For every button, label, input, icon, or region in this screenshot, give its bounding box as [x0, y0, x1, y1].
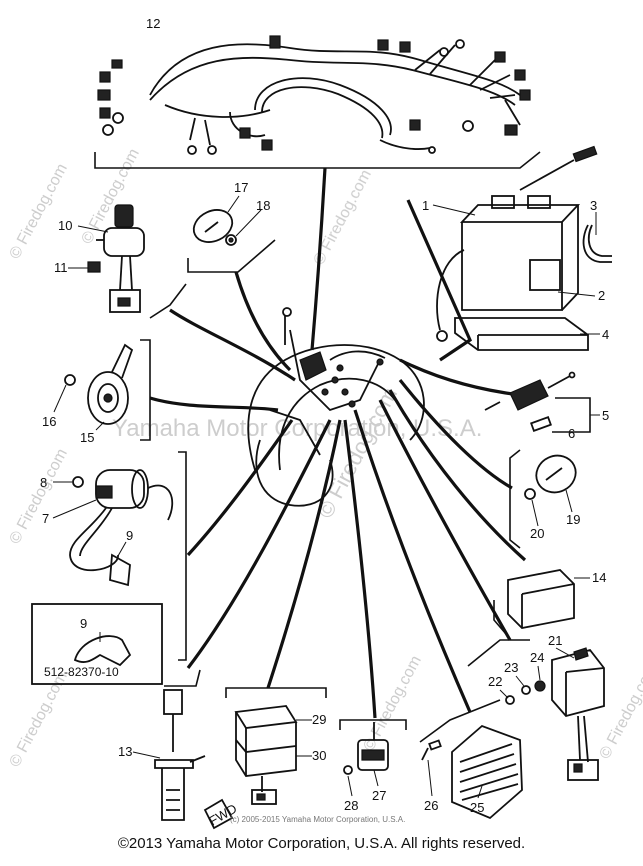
callout-26: 26: [424, 798, 438, 813]
bracket-21: [467, 639, 530, 667]
leader-17: [227, 195, 240, 213]
callout-16: 16: [42, 414, 56, 429]
bracket-25: [419, 699, 501, 743]
leader-24: [537, 665, 541, 681]
main-switch: [87, 204, 145, 313]
leader-27: [373, 769, 379, 787]
callout-15: 15: [80, 430, 94, 445]
callout-12: 12: [146, 16, 160, 31]
callouts: 1 2 3 4 5 6 7 8 9 10 11 12 13 14 15 16 1…: [40, 16, 609, 815]
leader-23: [515, 675, 525, 687]
frame-outline: [247, 307, 425, 507]
callout-30: 30: [312, 748, 326, 763]
connector-lines: [149, 167, 527, 719]
callout-21: 21: [548, 633, 562, 648]
callout-28: 28: [344, 798, 358, 813]
leader-22: [499, 689, 509, 699]
bracket-14: [493, 600, 507, 635]
neutral-switch: [154, 689, 206, 821]
callout-25: 25: [470, 800, 484, 815]
inset-box: [31, 603, 163, 685]
callout-5: 5: [602, 408, 609, 423]
leader-2: [557, 291, 596, 297]
leader-15: [95, 421, 105, 431]
bracket-27: [339, 719, 407, 730]
bracket-15: [140, 339, 151, 441]
leader-9: [117, 541, 127, 557]
leader-20: [531, 499, 539, 527]
bracket-7: [178, 451, 187, 661]
leader-28: [347, 775, 353, 797]
cdi-unit: [505, 647, 605, 781]
callout-10: 10: [58, 218, 72, 233]
leader-25: [477, 785, 483, 799]
callout-2: 2: [598, 288, 605, 303]
condenser: [343, 722, 389, 775]
leader-10: [77, 225, 109, 233]
callout-17: 17: [234, 180, 248, 195]
callout-18: 18: [256, 198, 270, 213]
flasher-relay: [507, 569, 575, 629]
bracket-19: [509, 449, 521, 549]
watermark-firedog-left-top: © Firedog.com: [7, 161, 71, 262]
callout-11: 11: [54, 260, 68, 275]
callout-6: 6: [568, 426, 575, 441]
callout-13: 13: [118, 744, 132, 759]
wire-harness: [97, 35, 531, 155]
indicator-light: [192, 209, 237, 246]
callout-9: 9: [126, 528, 133, 543]
horn: [64, 343, 134, 425]
leader-19: [565, 489, 573, 513]
ignition-coil: [69, 469, 174, 587]
leader-21: [555, 647, 575, 659]
callout-29: 29: [312, 712, 326, 727]
harness-bracket: [94, 151, 541, 169]
callout-4: 4: [602, 327, 609, 342]
leader-13: [132, 751, 161, 759]
image-copyright: (c) 2005-2015 Yamaha Motor Corporation, …: [230, 815, 405, 824]
callout-24: 24: [530, 650, 544, 665]
callout-9-inset: 9: [80, 616, 87, 631]
copyright-footer: ©2013 Yamaha Motor Corporation, U.S.A. A…: [117, 835, 526, 852]
callout-3: 3: [590, 198, 597, 213]
relay: [234, 705, 298, 805]
callout-23: 23: [504, 660, 518, 675]
callout-22: 22: [488, 674, 502, 689]
battery-assembly: [436, 145, 612, 351]
watermark-firedog-center: © Firedog.com: [312, 383, 402, 522]
callout-8: 8: [40, 475, 47, 490]
meter-light: [524, 454, 577, 500]
leader-26: [427, 759, 433, 797]
leader-7: [52, 499, 97, 519]
callout-1: 1: [422, 198, 429, 213]
fuse-holder: [484, 371, 576, 432]
leader-16: [53, 384, 67, 413]
callout-20: 20: [530, 526, 544, 541]
callout-19: 19: [566, 512, 580, 527]
bracket-17: [187, 239, 276, 273]
callout-7: 7: [42, 511, 49, 526]
callout-14: 14: [592, 570, 606, 585]
leader-1: [432, 204, 476, 216]
bracket-29: [225, 687, 327, 698]
watermark-firedog-top: © Firedog.com: [79, 146, 143, 247]
inset-part-number: 512-82370-10: [44, 665, 119, 679]
callout-27: 27: [372, 788, 386, 803]
leader-18: [235, 209, 262, 237]
bracket-10: [149, 283, 187, 319]
bracket-13: [164, 669, 201, 687]
watermark-firedog-left-mid: © Firedog.com: [7, 446, 71, 547]
rectifier: [421, 724, 523, 820]
